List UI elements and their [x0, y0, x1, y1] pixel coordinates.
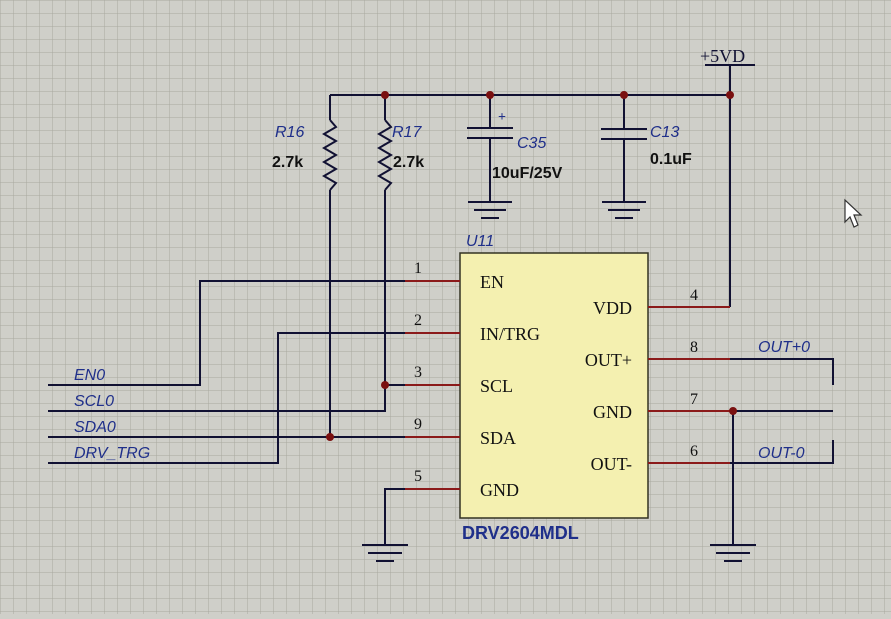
c35-ref-label: C35 [517, 135, 546, 152]
net-label-sda0: SDA0 [74, 419, 116, 436]
r16-ref-label: R16 [275, 124, 304, 141]
pin-number-gnd-right: 7 [690, 391, 698, 408]
c35-value-label: 10uF/25V [492, 165, 563, 182]
pin-number-scl: 3 [414, 364, 422, 381]
pin-name-gnd-right: GND [593, 402, 632, 422]
pin-name-en: EN [480, 272, 504, 292]
junction-dot [326, 433, 334, 441]
pin-number-gnd-left: 5 [414, 468, 422, 485]
signal-junctions [326, 381, 389, 441]
pin-name-out-plus: OUT+ [585, 350, 632, 370]
pin-number-out-minus: 6 [690, 443, 698, 460]
ic-left-pin-stubs [405, 280, 460, 490]
resistor-r17[interactable]: R17 2.7k [377, 95, 424, 385]
capacitor-c13[interactable]: C13 0.1uF [601, 95, 692, 219]
ground-symbol-c35 [468, 201, 512, 219]
r16-value-label: 2.7k [272, 154, 303, 171]
ground-symbol-c13 [602, 201, 646, 219]
power-rail [330, 64, 755, 307]
mouse-cursor-icon [844, 198, 863, 228]
pin-name-vdd: VDD [593, 298, 632, 318]
net-label-en0: EN0 [74, 367, 105, 384]
ground-symbol-right [710, 544, 756, 562]
pin-name-scl: SCL [480, 376, 513, 396]
pin-number-out-plus: 8 [690, 339, 698, 356]
power-rail-junctions [381, 91, 734, 99]
net-label-out-plus: OUT+0 [758, 339, 810, 356]
c35-polarity-mark: + [498, 110, 506, 125]
ic-part-label: DRV2604MDL [462, 523, 579, 543]
output-wiring [730, 358, 834, 545]
c13-ref-label: C13 [650, 124, 679, 141]
pin-number-vdd: 4 [690, 287, 698, 304]
net-label-out-minus: OUT-0 [758, 445, 805, 462]
ic-u11[interactable]: U11 DRV2604MDL 1 2 3 9 5 EN IN/TRG SCL S… [405, 233, 730, 543]
junction-dot [381, 381, 389, 389]
signal-wiring [48, 280, 405, 545]
ic-body [459, 252, 649, 519]
gnd-junction-dot [729, 407, 737, 415]
resistor-r16[interactable]: R16 2.7k [272, 95, 338, 437]
pin-number-sda: 9 [414, 416, 422, 433]
pin-name-gnd-left: GND [480, 480, 519, 500]
junction-dot [381, 91, 389, 99]
net-label-scl0: SCL0 [74, 393, 114, 410]
power-net-label: +5VD [700, 46, 745, 66]
pin-name-out-minus: OUT- [591, 454, 632, 474]
c13-value-label: 0.1uF [650, 151, 692, 168]
ic-right-pin-stubs [648, 306, 730, 464]
net-label-drv-trg: DRV_TRG [74, 445, 150, 462]
r17-value-label: 2.7k [393, 154, 424, 171]
junction-dot [620, 91, 628, 99]
u11-ref-label: U11 [466, 233, 494, 250]
ground-symbol-left [362, 544, 408, 562]
junction-dot [726, 91, 734, 99]
pin-name-in-trg: IN/TRG [480, 324, 540, 344]
capacitor-c35[interactable]: + C35 10uF/25V [467, 95, 563, 219]
junction-dot [486, 91, 494, 99]
pin-number-in-trg: 2 [414, 312, 422, 329]
r17-ref-label: R17 [392, 124, 422, 141]
pin-number-en: 1 [414, 260, 422, 277]
pin-name-sda: SDA [480, 428, 516, 448]
